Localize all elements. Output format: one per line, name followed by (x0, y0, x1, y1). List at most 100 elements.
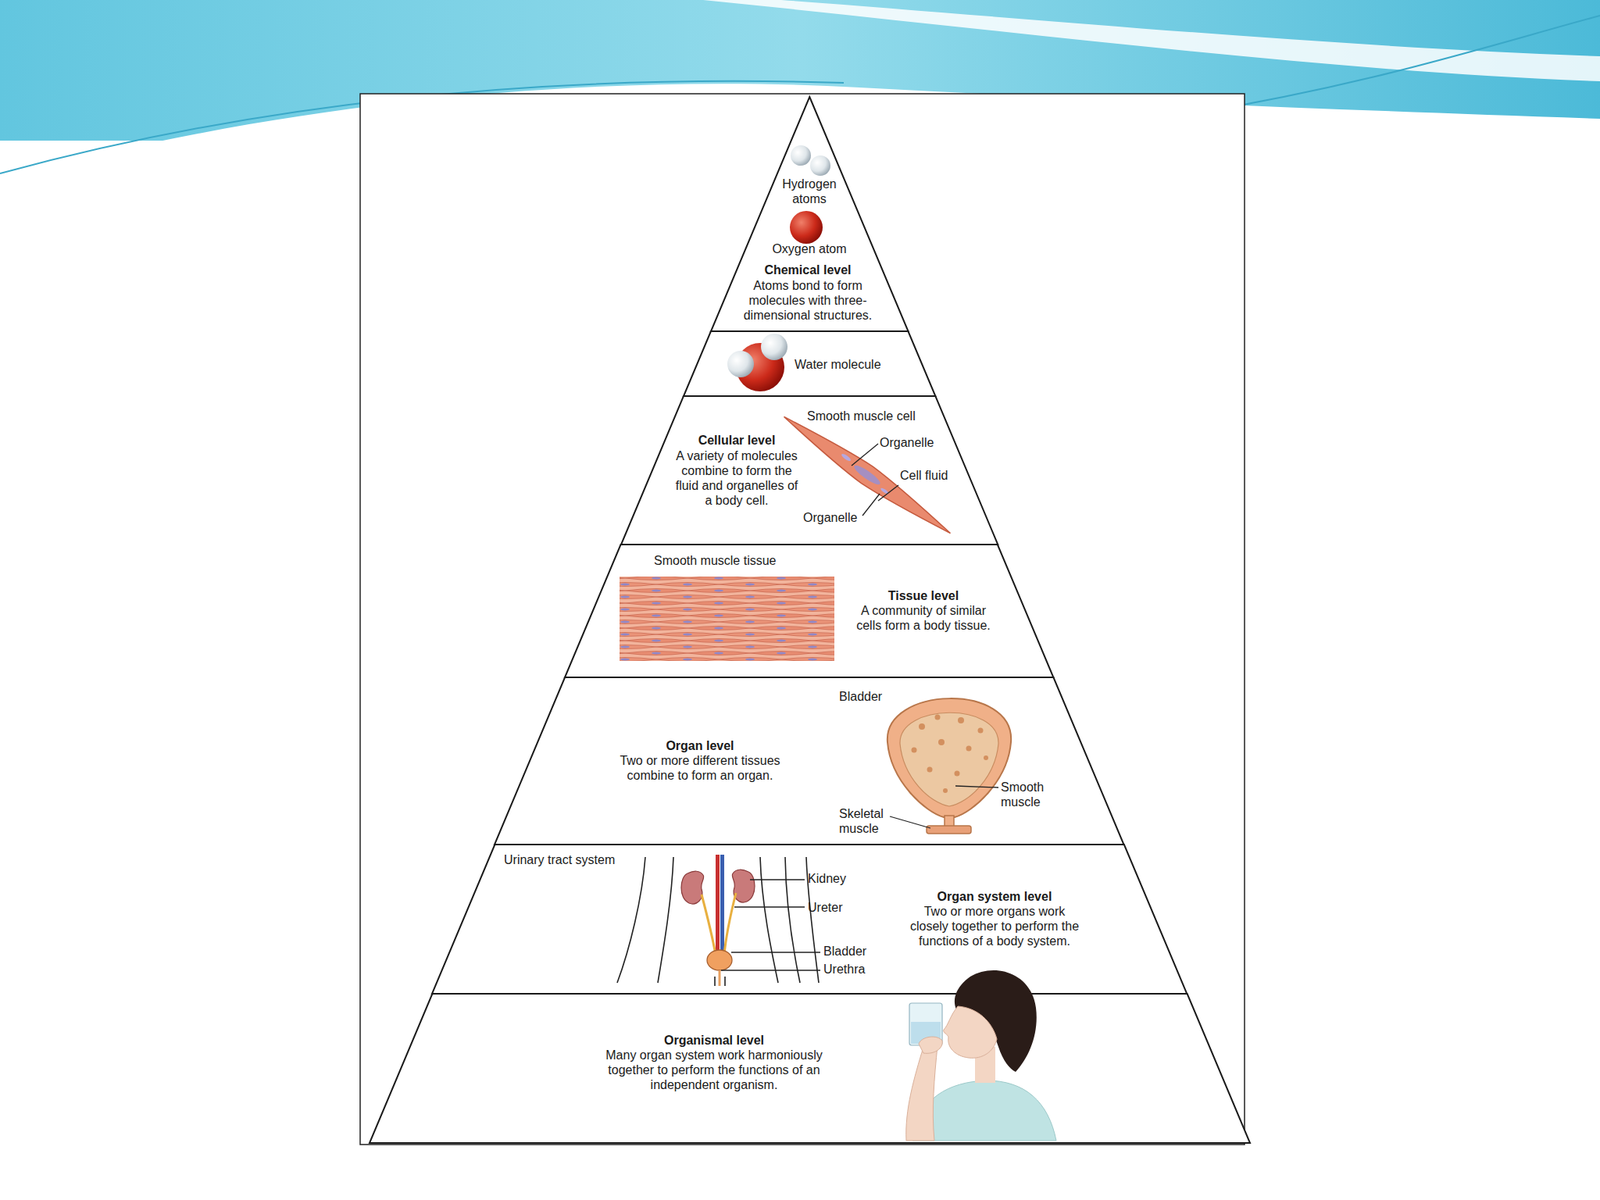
part-label: Urethra (823, 961, 865, 977)
arm (906, 1045, 938, 1141)
texture-dot (942, 788, 948, 793)
pyramid-band: Organ levelTwo or more different tissues… (494, 677, 1124, 845)
leader-line (878, 485, 899, 501)
glass (909, 1003, 943, 1046)
level-description: Two or more different tissues combine to… (609, 753, 791, 783)
band-outline (710, 96, 909, 332)
texture-dot (918, 723, 925, 730)
part-label: Cell fluid (900, 467, 948, 483)
kidney (681, 871, 704, 904)
part-label: Kidney (807, 871, 847, 886)
water-molecule (727, 333, 788, 392)
body-contour (806, 857, 819, 983)
band-outline (369, 993, 1250, 1143)
bladder-neck (944, 815, 954, 833)
level-heading: Organ system level (892, 889, 1097, 904)
face (943, 1006, 997, 1058)
band-shape (432, 844, 1187, 994)
header-swoosh (703, 0, 1600, 82)
oxygen-atom (735, 342, 785, 392)
muscle-tissue (619, 576, 835, 661)
part-label: Bladder (823, 943, 867, 959)
aorta (715, 854, 720, 950)
level-heading: Tissue level (845, 588, 1002, 604)
band-outline (683, 331, 936, 397)
hydrogen-atom (727, 350, 754, 378)
sphincter-muscle (926, 825, 972, 834)
band-shape (621, 396, 998, 545)
pyramid-band: Water molecule (683, 331, 936, 397)
ureter (701, 894, 716, 955)
neck (975, 1046, 996, 1083)
vena-cava (720, 854, 725, 950)
leader-lines (889, 785, 999, 829)
band-shape (710, 96, 909, 332)
smooth-muscle-cell (778, 408, 957, 542)
band-outline (432, 844, 1187, 994)
leader-lines (851, 443, 899, 516)
part-label: Hydrogen atoms (778, 176, 841, 207)
hydrogen-atom (760, 333, 788, 361)
ureter (724, 892, 736, 955)
band-outline (621, 396, 998, 545)
leader-line (731, 951, 821, 953)
bladder-texture (911, 714, 990, 794)
water (910, 1021, 941, 1044)
body-contour (785, 857, 800, 983)
part-label: Ureter (807, 900, 843, 915)
level-description: Two or more organs work closely together… (907, 903, 1083, 949)
body-outline (617, 857, 819, 986)
level-description: Water molecule (794, 357, 882, 372)
organelle (840, 452, 852, 462)
leader-line (721, 969, 821, 971)
pyramid-band: Chemical levelAtoms bond to form molecul… (710, 96, 909, 332)
pyramid-band: Tissue levelA community of similar cells… (564, 544, 1054, 678)
level-description: A variety of molecules combine to form t… (673, 448, 800, 508)
hydrogen-atom (790, 145, 811, 166)
shirt (912, 1080, 1057, 1141)
bladder-wall (887, 698, 1011, 818)
band-shape (369, 993, 1250, 1143)
level-heading: Cellular level (658, 432, 815, 448)
level-heading: Chemical level (729, 262, 886, 278)
urethra (718, 970, 722, 986)
level-description: A community of similar cells form a body… (849, 603, 998, 633)
leader-line (889, 816, 931, 829)
level-heading: Organ level (606, 738, 794, 754)
hand (918, 1036, 943, 1054)
leader-line (862, 493, 880, 516)
band-outline (564, 544, 1054, 678)
pyramid-band: Organ system levelTwo or more organs wor… (432, 844, 1187, 994)
bladder (707, 950, 733, 971)
kidney (732, 869, 755, 903)
texture-dot (927, 767, 933, 773)
part-label: Smooth muscle (1000, 779, 1060, 810)
leader-lines (721, 879, 821, 971)
part-label: Urinary tract system (503, 852, 615, 868)
body-contour (760, 857, 779, 983)
part-label: Bladder (839, 689, 883, 704)
figure-frame (360, 93, 1245, 1145)
cell-nucleus (852, 462, 883, 487)
texture-dot (911, 747, 918, 754)
hair (954, 970, 1037, 1072)
part-label: Organelle (803, 510, 858, 525)
texture-dot (954, 771, 961, 777)
oxygen-atom (789, 210, 823, 244)
bladder-illustration (887, 698, 1011, 834)
band-outline (494, 677, 1124, 845)
leader-line (750, 878, 805, 880)
band-shape (564, 544, 1054, 678)
level-heading: Organismal level (620, 1032, 808, 1048)
part-label: Organelle (879, 435, 934, 450)
header-curve (0, 83, 1600, 1200)
leader-line (734, 906, 805, 908)
texture-dot (966, 746, 972, 752)
body-contour (714, 976, 725, 986)
leader-line (851, 443, 879, 466)
part-label: Smooth muscle tissue (653, 553, 777, 568)
body-contour (617, 857, 646, 983)
